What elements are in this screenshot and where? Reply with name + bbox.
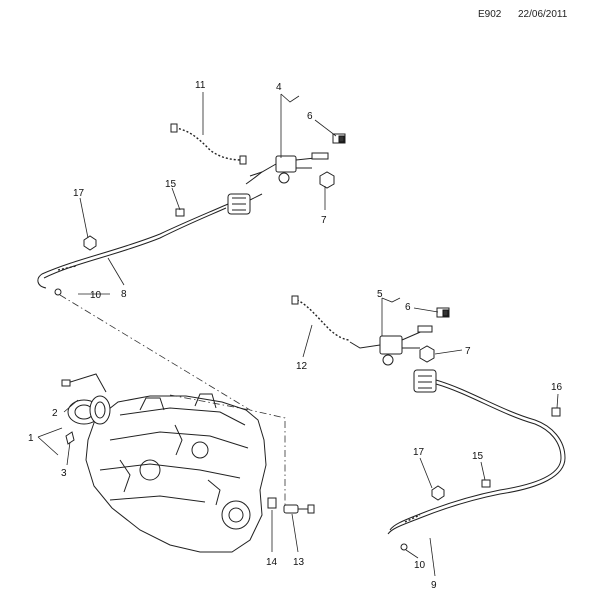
fitting-part-10-lower [400,543,408,551]
callout-11: 11 [195,80,206,91]
right-assembly [291,295,566,551]
callout-7-upper: 7 [321,215,327,226]
diagram-code: E902 [478,9,502,20]
upper-assembly [37,123,346,296]
callout-16: 16 [551,382,563,393]
callout-6-lower: 6 [405,302,411,313]
callout-10-lower: 10 [414,560,426,571]
callout-6-upper: 6 [307,111,313,122]
callout-8: 8 [121,289,127,300]
callout-15-lower: 15 [472,451,484,462]
fitting-part-10-upper [54,288,62,296]
gearbox-housing [85,393,267,553]
callout-3: 3 [61,468,67,479]
callout-17-upper: 17 [73,188,85,199]
callout-2: 2 [52,408,58,419]
hose-part-11 [170,123,247,165]
slave-cylinder-parts-1-2-3 [61,373,111,445]
connector-right [413,369,437,393]
gearbox-fittings-13-14 [267,497,315,514]
callout-14: 14 [266,557,278,568]
callout-17-lower: 17 [413,447,425,458]
clip-part-15-upper [175,208,185,217]
callout-12: 12 [296,361,308,372]
diagram-date: 22/06/2011 [518,9,568,20]
callout-15-upper: 15 [165,179,177,190]
callout-9: 9 [431,580,437,591]
callout-13: 13 [293,557,305,568]
clip-part-16 [551,407,561,417]
clip-part-6-lower [436,307,450,318]
nut-part-7-lower [419,345,435,363]
connector-upper [227,193,263,215]
callout-5: 5 [377,289,383,300]
callout-10-upper: 10 [90,290,102,301]
clip-part-6 [332,133,346,144]
callout-7-lower: 7 [465,346,471,357]
nut-part-7 [319,171,335,189]
bleed-screw-part-17-lower [431,485,445,501]
clip-part-15-lower [481,479,491,488]
leader-lines [37,92,559,577]
master-cylinder-part-4 [245,152,329,185]
callout-labels: 11 4 6 7 15 17 8 10 5 6 7 12 16 2 1 3 17… [28,80,563,591]
callout-1: 1 [28,433,34,444]
hose-part-12 [291,295,351,341]
callout-4: 4 [276,82,282,93]
pipe-part-8 [37,203,229,289]
pipe-part-9 [387,379,566,535]
bleed-screw-part-17-upper [83,235,97,251]
master-cylinder-part-5 [349,325,433,366]
